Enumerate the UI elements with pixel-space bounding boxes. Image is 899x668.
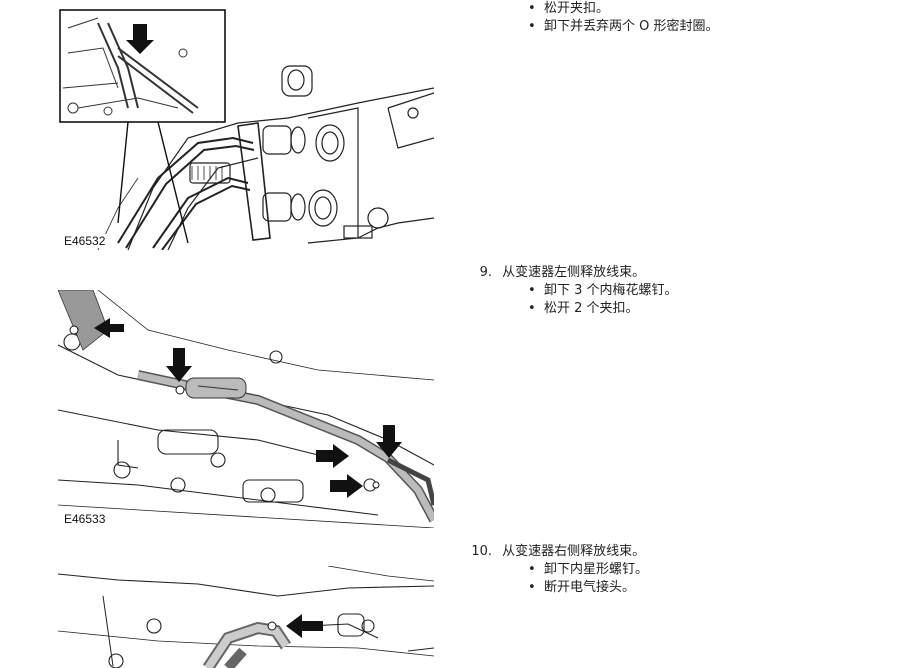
step-continued: 松开夹扣。 卸下并丢弃两个 O 形密封圈。 xyxy=(525,0,719,36)
step-bullet-list: 卸下 3 个内梅花螺钉。 松开 2 个夹扣。 xyxy=(525,282,678,318)
bullet-item: 卸下并丢弃两个 O 形密封圈。 xyxy=(525,18,719,36)
figure-e46533: E46533 xyxy=(58,290,434,528)
step-10: 10. 从变速器右侧释放线束。 卸下内星形螺钉。 断开电气接头。 xyxy=(462,543,648,597)
step-heading: 9. 从变速器左侧释放线束。 xyxy=(470,264,678,282)
figure-e46532: E46532 xyxy=(58,8,434,250)
step-bullet-list: 卸下内星形螺钉。 断开电气接头。 xyxy=(525,561,648,597)
bullet-item: 断开电气接头。 xyxy=(525,579,648,597)
step-number: 10. xyxy=(471,544,492,559)
step-title: 从变速器左侧释放线束。 xyxy=(502,265,646,280)
step-title: 从变速器右侧释放线束。 xyxy=(502,544,646,559)
bullet-item: 松开夹扣。 xyxy=(525,0,719,18)
arrow-right-icon xyxy=(330,474,363,498)
transmission-left-harness-illustration xyxy=(58,290,434,528)
step-9: 9. 从变速器左侧释放线束。 卸下 3 个内梅花螺钉。 松开 2 个夹扣。 xyxy=(470,264,678,318)
transmission-right-harness-illustration xyxy=(58,566,434,668)
arrow-down-icon xyxy=(166,348,192,382)
figure-partial xyxy=(58,566,434,668)
arrow-right-icon xyxy=(316,444,349,468)
arrow-down-icon xyxy=(126,24,154,54)
bullet-item: 卸下内星形螺钉。 xyxy=(525,561,648,579)
figure-label: E46533 xyxy=(62,512,108,526)
step-number: 9. xyxy=(479,265,492,280)
step-bullet-list: 松开夹扣。 卸下并丢弃两个 O 形密封圈。 xyxy=(525,0,719,36)
bullet-item: 卸下 3 个内梅花螺钉。 xyxy=(525,282,678,300)
step-heading: 10. 从变速器右侧释放线束。 xyxy=(462,543,648,561)
figure-label: E46532 xyxy=(62,234,108,248)
arrow-left-icon xyxy=(286,614,323,638)
arrow-down-icon xyxy=(376,425,402,458)
arrow-left-icon xyxy=(94,318,124,338)
bullet-item: 松开 2 个夹扣。 xyxy=(525,300,678,318)
transmission-cooler-pipe-illustration xyxy=(59,9,434,250)
